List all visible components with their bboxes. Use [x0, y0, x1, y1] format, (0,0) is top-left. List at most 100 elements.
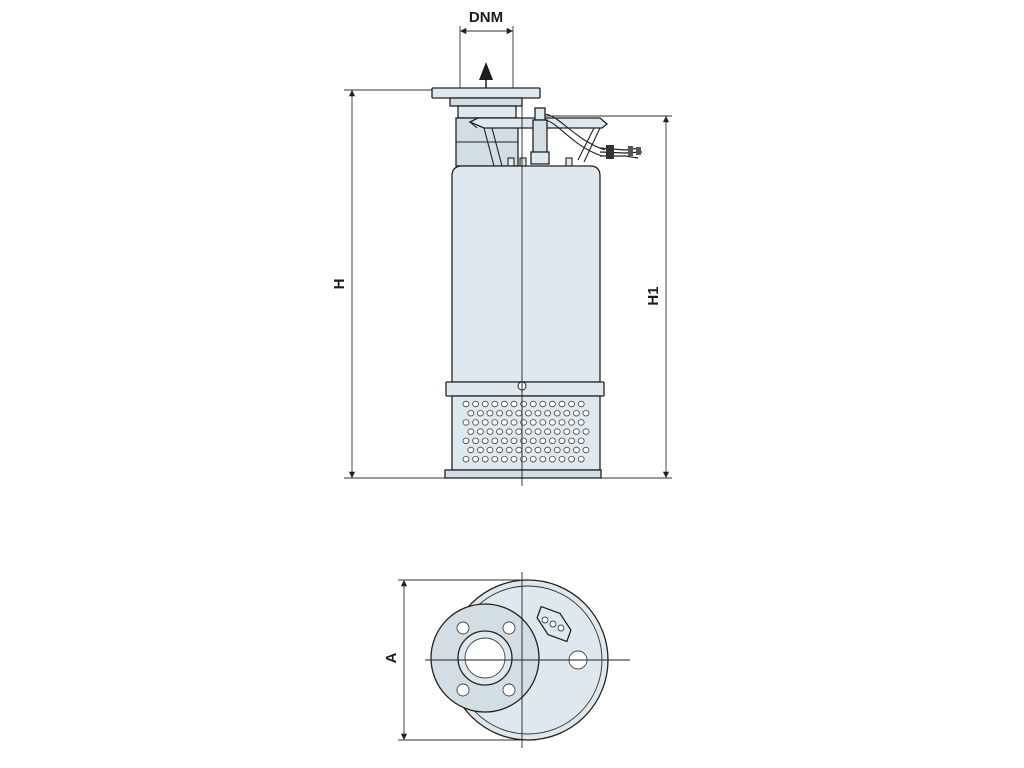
strainer-hole [515, 428, 523, 435]
h1-dimension: H1 [540, 115, 672, 479]
strainer-hole [467, 446, 475, 454]
strainer [451, 395, 601, 471]
strainer-hole [481, 419, 489, 426]
cable-plate [536, 605, 572, 643]
strainer-hole [525, 410, 532, 417]
strainer-hole [510, 400, 518, 408]
strainer-hole [534, 428, 542, 435]
pump-base [444, 469, 602, 479]
strainer-hole [472, 437, 480, 444]
strainer-hole [534, 410, 542, 417]
strainer-hole [544, 410, 551, 417]
strainer-hole [539, 437, 547, 444]
lifting-handle [468, 117, 609, 167]
strainer-hole [510, 456, 518, 463]
strainer-hole [491, 400, 499, 408]
strainer-hole [577, 400, 585, 408]
strainer-hole [577, 437, 585, 444]
strainer-hole [558, 456, 566, 463]
strainer-hole [505, 410, 513, 417]
strainer-hole [486, 410, 494, 417]
strainer-hole [491, 456, 499, 463]
strainer-hole [568, 456, 575, 463]
strainer-hole [481, 400, 489, 408]
strainer-hole [534, 446, 542, 454]
strainer-hole [573, 446, 580, 454]
strainer-hole [496, 446, 504, 454]
h-dimension: H [331, 89, 445, 479]
strainer-hole [500, 400, 508, 408]
motor-housing [451, 165, 601, 383]
strainer-hole [539, 419, 547, 426]
strainer-hole [539, 456, 547, 463]
strainer-holes [462, 400, 590, 463]
h1-label: H1 [645, 286, 662, 305]
strainer-hole [462, 400, 470, 408]
strainer-hole [544, 446, 551, 454]
strainer-hole [500, 419, 508, 426]
strainer-hole [472, 400, 480, 408]
a-label: A [383, 652, 400, 663]
housing-band [445, 381, 605, 397]
top-view: A [383, 572, 630, 748]
strainer-hole [553, 428, 561, 435]
strainer-hole [539, 400, 547, 408]
strainer-hole [549, 437, 556, 444]
strainer-hole [529, 437, 537, 444]
strainer-hole [568, 419, 575, 426]
strainer-hole [467, 428, 475, 435]
strainer-hole [553, 410, 561, 417]
h-label: H [331, 279, 348, 290]
dnm-label: DNM [469, 9, 503, 26]
strainer-hole [462, 419, 470, 426]
strainer-hole [573, 428, 580, 435]
side-view: DNM H H1 [331, 9, 672, 486]
strainer-hole [486, 428, 494, 435]
strainer-hole [515, 446, 523, 454]
strainer-hole [496, 410, 504, 417]
strainer-hole [563, 446, 571, 454]
strainer-hole [462, 437, 470, 444]
strainer-hole [568, 400, 575, 408]
dnm-dimension: DNM [459, 9, 514, 88]
strainer-hole [549, 419, 556, 426]
strainer-hole [491, 437, 499, 444]
strainer-hole [467, 410, 475, 417]
cable-entry [530, 107, 643, 165]
strainer-hole [582, 410, 590, 417]
strainer-hole [558, 419, 566, 426]
strainer-hole [500, 437, 508, 444]
strainer-hole [525, 446, 532, 454]
strainer-hole [553, 446, 561, 454]
strainer-hole [505, 428, 513, 435]
strainer-hole [472, 419, 480, 426]
strainer-hole [525, 428, 532, 435]
strainer-hole [549, 456, 556, 463]
strainer-hole [520, 400, 527, 408]
strainer-hole [481, 437, 489, 444]
strainer-hole [510, 419, 518, 426]
strainer-hole [577, 419, 585, 426]
strainer-hole [515, 410, 523, 417]
strainer-hole [563, 428, 571, 435]
strainer-hole [520, 456, 527, 463]
flange-bore [464, 637, 506, 679]
strainer-hole [472, 456, 480, 463]
strainer-hole [529, 419, 537, 426]
flange-bolt-holes [456, 621, 516, 697]
strainer-hole [529, 456, 537, 463]
strainer-hole [563, 410, 571, 417]
strainer-hole [476, 446, 484, 454]
strainer-hole [500, 456, 508, 463]
strainer-hole [573, 410, 580, 417]
strainer-hole [582, 428, 590, 435]
strainer-hole [577, 456, 585, 463]
strainer-hole [582, 446, 590, 454]
a-dimension: A [383, 579, 520, 741]
strainer-hole [476, 428, 484, 435]
discharge-flange [431, 87, 541, 119]
strainer-hole [558, 437, 566, 444]
strainer-hole [568, 437, 575, 444]
strainer-hole [486, 446, 494, 454]
